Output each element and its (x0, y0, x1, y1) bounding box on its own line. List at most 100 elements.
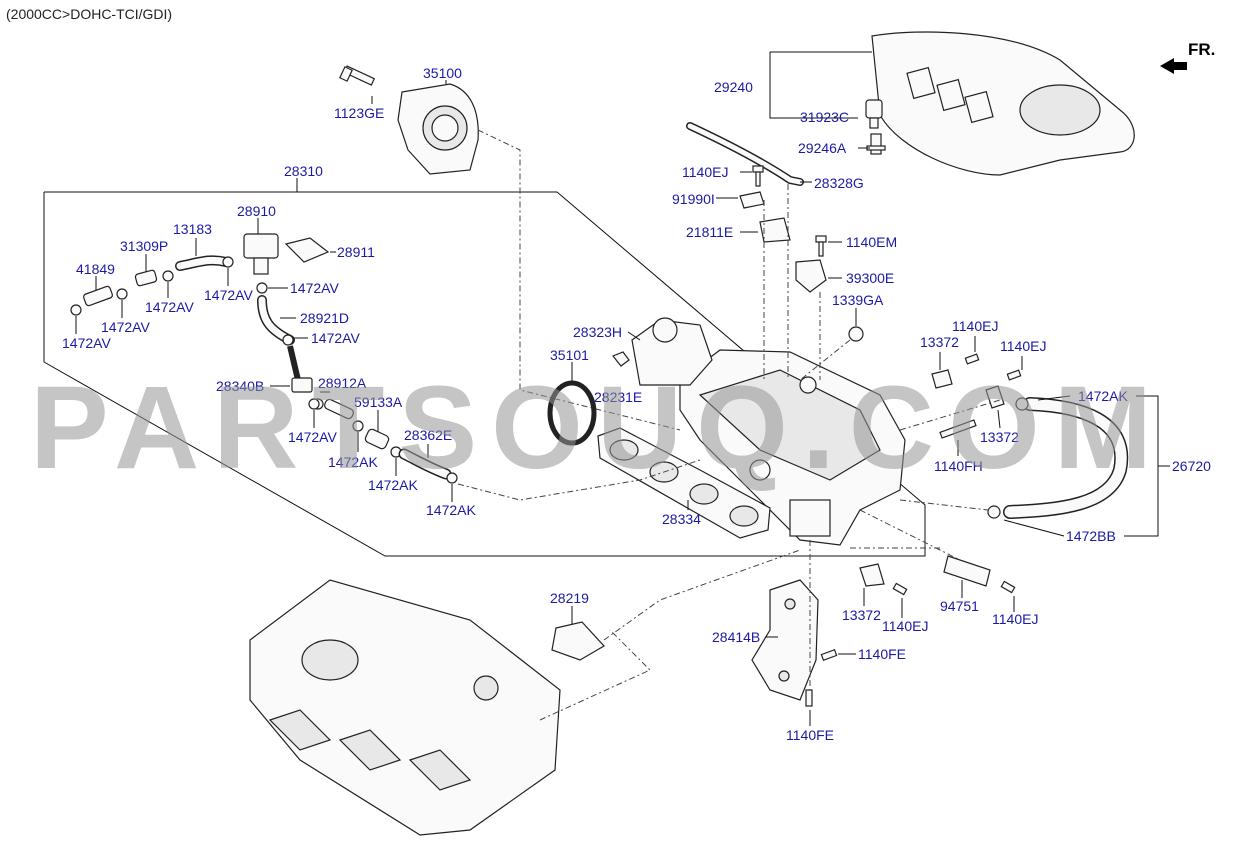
label-31309P[interactable]: 31309P (120, 238, 168, 254)
label-28323H[interactable]: 28323H (573, 324, 622, 340)
label-1472AV-f[interactable]: 1472AV (311, 330, 360, 346)
nut-1339GA[interactable] (848, 326, 864, 342)
bolt-1140EJ-lower-b[interactable] (1000, 580, 1016, 594)
clip-13372-lower[interactable] (859, 563, 885, 587)
hose-clamp-1472BB[interactable] (987, 505, 1001, 519)
label-28340B[interactable]: 28340B (216, 378, 264, 394)
check-valve-31309P[interactable] (134, 269, 158, 287)
label-21811E[interactable]: 21811E (686, 224, 733, 240)
label-26720[interactable]: 26720 (1172, 458, 1211, 474)
label-1472AV-a[interactable]: 1472AV (204, 287, 253, 303)
label-1140EJ-d[interactable]: 1140EJ (882, 618, 928, 634)
label-1472AK-d[interactable]: 1472AK (1078, 388, 1128, 404)
engine-cover[interactable] (871, 31, 1135, 176)
label-1472AK-a[interactable]: 1472AK (328, 454, 378, 470)
label-41849[interactable]: 41849 (76, 261, 115, 277)
intake-actuator[interactable] (631, 317, 713, 386)
label-1472AK-b[interactable]: 1472AK (368, 477, 418, 493)
cover-stud[interactable] (866, 133, 886, 155)
cover-grommet[interactable] (865, 99, 883, 129)
bolt-1140EJ-right-b[interactable] (1006, 369, 1022, 381)
throttle-bolt[interactable] (339, 65, 376, 86)
label-28910[interactable]: 28910 (237, 203, 276, 219)
label-28219[interactable]: 28219 (550, 590, 589, 606)
clamp-1472AK-a[interactable] (352, 420, 364, 432)
label-1140EJ-c[interactable]: 1140EJ (1000, 338, 1046, 354)
label-28231E[interactable]: 28231E (594, 389, 642, 405)
clip-13372-mid[interactable] (985, 385, 1005, 409)
cylinder-head[interactable] (249, 579, 561, 836)
bolt-1140EJ-lower-a[interactable] (892, 582, 908, 596)
label-1472AV-c[interactable]: 1472AV (145, 299, 194, 315)
label-13183[interactable]: 13183 (173, 221, 212, 237)
label-1472AV-d[interactable]: 1472AV (101, 319, 150, 335)
throttle-body[interactable] (397, 83, 479, 175)
label-13372-c[interactable]: 13372 (842, 607, 881, 623)
label-59133A[interactable]: 59133A (354, 394, 403, 410)
label-29240[interactable]: 29240 (714, 79, 753, 95)
hose-28362E[interactable] (398, 448, 452, 480)
manifold-support-bracket[interactable] (751, 579, 819, 701)
hose-13183[interactable] (175, 255, 231, 271)
label-28334[interactable]: 28334 (662, 511, 701, 527)
bolt-1140FH[interactable] (939, 419, 977, 439)
hose-clamp-1472AK-right[interactable] (1015, 397, 1029, 411)
heat-shield-28219[interactable] (551, 621, 605, 661)
hose-28921D[interactable] (257, 295, 295, 345)
tube-28340B[interactable] (287, 345, 313, 393)
clamp-1472AV-low[interactable] (308, 398, 320, 410)
label-1140FE-a[interactable]: 1140FE (858, 646, 906, 662)
label-1140EJ-b[interactable]: 1140EJ (952, 318, 998, 334)
bolt-1140FE-b[interactable] (805, 689, 813, 707)
label-1339GA[interactable]: 1339GA (832, 292, 884, 308)
label-13372-b[interactable]: 13372 (980, 429, 1019, 445)
bolt-1140EM[interactable] (815, 235, 827, 257)
label-91990I[interactable]: 91990I (672, 191, 715, 207)
label-1140EJ-e[interactable]: 1140EJ (992, 611, 1038, 627)
bolt-1140EJ-right-a[interactable] (964, 353, 980, 365)
label-1472AV-g[interactable]: 1472AV (288, 429, 337, 445)
throttle-gasket[interactable] (547, 380, 597, 446)
check-valve-59133A[interactable] (364, 428, 390, 450)
bracket-21811E[interactable] (759, 217, 791, 243)
label-28362E[interactable]: 28362E (404, 427, 452, 443)
label-28328G[interactable]: 28328G (814, 175, 864, 191)
label-1472AV-b[interactable]: 1472AV (290, 280, 339, 296)
label-1472AV-e[interactable]: 1472AV (62, 335, 111, 351)
label-28912A[interactable]: 28912A (318, 375, 367, 391)
label-1123GE[interactable]: 1123GE (334, 105, 384, 121)
map-sensor[interactable] (795, 259, 827, 293)
label-29246A[interactable]: 29246A (798, 140, 847, 156)
bolt-1140EJ-top[interactable] (752, 165, 764, 187)
label-1140EJ-a[interactable]: 1140EJ (682, 164, 728, 180)
label-28921D[interactable]: 28921D (300, 310, 349, 326)
bracket-91990I[interactable] (739, 191, 765, 209)
label-1472AK-c[interactable]: 1472AK (426, 502, 476, 518)
valve-bracket-28911[interactable] (284, 237, 330, 263)
breather-hose[interactable] (686, 122, 804, 186)
label-13372-a[interactable]: 13372 (920, 334, 959, 350)
label-31923C[interactable]: 31923C (800, 109, 849, 125)
label-28414B[interactable]: 28414B (712, 629, 760, 645)
label-1140EM[interactable]: 1140EM (846, 234, 897, 250)
label-39300E[interactable]: 39300E (846, 270, 894, 286)
intake-manifold[interactable] (679, 349, 906, 546)
pcv-hose-26720[interactable] (1003, 397, 1129, 519)
hose-segment-mid[interactable] (323, 398, 354, 420)
actuator-clip[interactable] (612, 351, 630, 367)
label-35101[interactable]: 35101 (550, 347, 589, 363)
fitting-41849[interactable] (83, 285, 113, 307)
label-28310[interactable]: 28310 (284, 163, 323, 179)
clamp-1472AV-mid[interactable] (282, 334, 294, 346)
label-35100[interactable]: 35100 (423, 65, 462, 81)
bolt-1140FE-a[interactable] (820, 649, 838, 661)
purge-valve-28910[interactable] (243, 233, 279, 275)
clamp-1472AK-c[interactable] (446, 472, 458, 484)
label-28911[interactable]: 28911 (337, 244, 375, 260)
label-94751[interactable]: 94751 (940, 598, 979, 614)
label-1472BB[interactable]: 1472BB (1066, 528, 1116, 544)
clip-13372-upper[interactable] (931, 369, 953, 389)
clamps-1472AV-left[interactable] (70, 256, 268, 316)
bracket-94751[interactable] (943, 555, 991, 587)
label-1140FE-b[interactable]: 1140FE (786, 727, 834, 743)
